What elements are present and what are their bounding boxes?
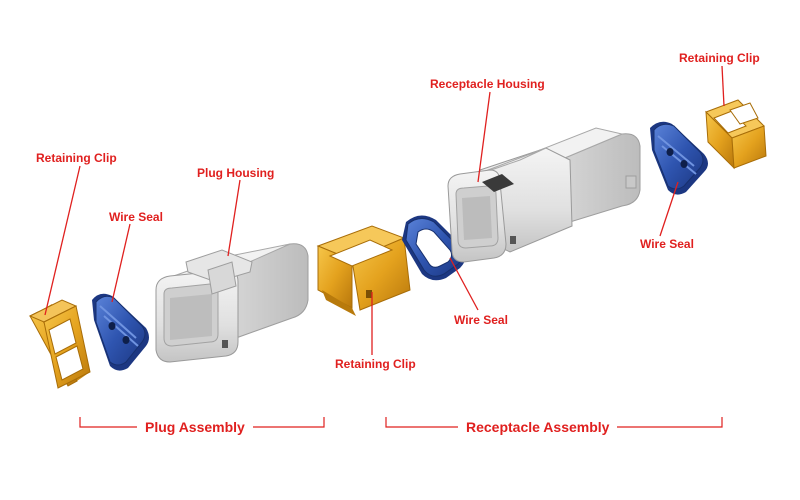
- leader-line-plug-housing: [227, 179, 241, 257]
- wire-seal-center-part: [402, 215, 466, 281]
- leader-line-wire-seal-center: [449, 257, 479, 311]
- label-wire-seal-left: Wire Seal: [109, 210, 163, 224]
- wire-seal-right-part: [650, 121, 708, 195]
- label-retaining-clip-center: Retaining Clip: [335, 357, 416, 371]
- wire-seal-left-part: [92, 293, 149, 371]
- group-receptacle-assembly: Receptacle Assembly: [458, 419, 618, 435]
- retaining-clip-left-part: [28, 299, 91, 389]
- group-plug-assembly: Plug Assembly: [137, 419, 253, 435]
- leader-line-retaining-clip-right: [721, 65, 725, 107]
- leader-line-wire-seal-left: [111, 223, 131, 303]
- label-retaining-clip-right: Retaining Clip: [679, 51, 760, 65]
- label-receptacle-housing: Receptacle Housing: [430, 77, 545, 91]
- receptacle-housing-part: [447, 127, 641, 263]
- leader-line-wire-seal-right: [659, 181, 679, 237]
- retaining-clip-center-part: [316, 225, 411, 316]
- leader-lines: [44, 65, 725, 355]
- label-wire-seal-right: Wire Seal: [640, 237, 694, 251]
- label-retaining-clip-left: Retaining Clip: [36, 151, 117, 165]
- label-wire-seal-center: Wire Seal: [454, 313, 508, 327]
- leader-line-retaining-clip-left: [44, 165, 81, 316]
- plug-housing-part: [155, 243, 309, 363]
- label-plug-housing: Plug Housing: [197, 166, 275, 180]
- leader-line-receptacle-housing: [477, 91, 491, 183]
- retaining-clip-right-part: [705, 99, 767, 170]
